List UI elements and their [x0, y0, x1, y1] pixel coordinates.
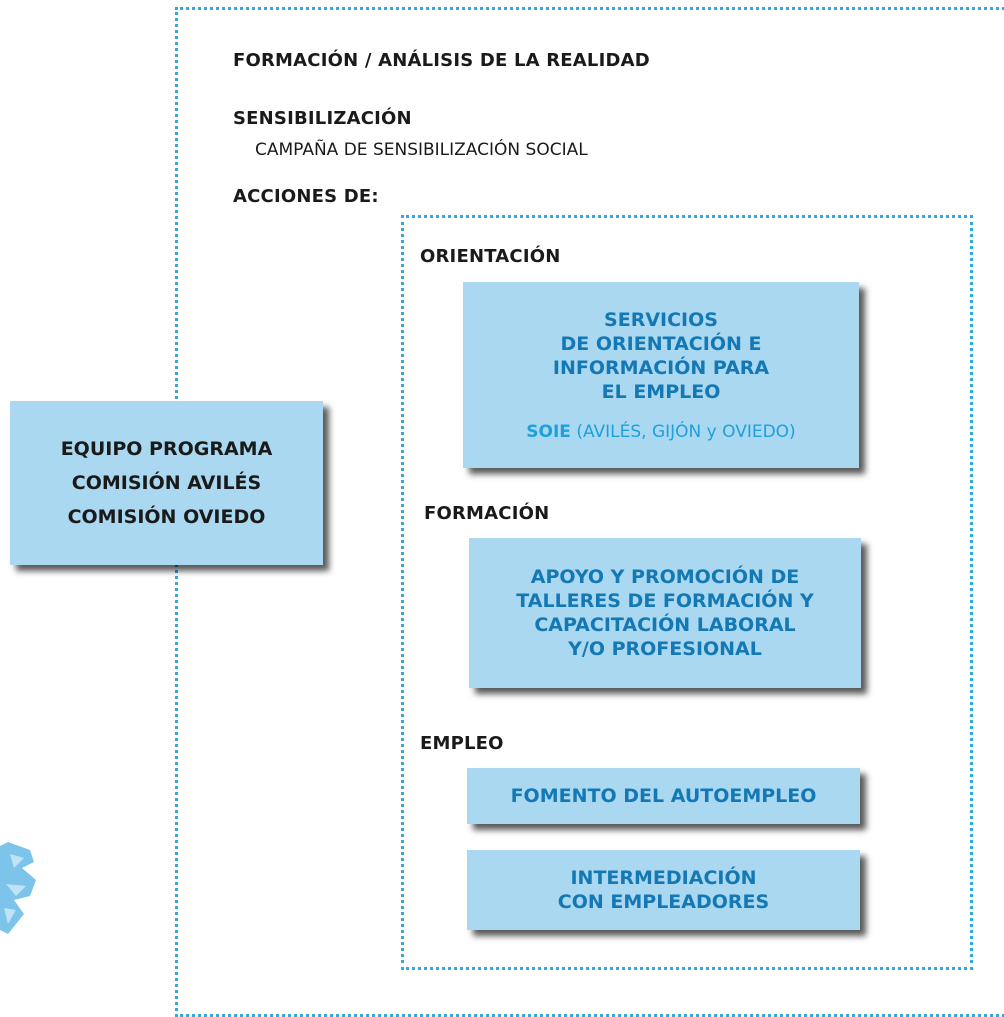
soie-box: SERVICIOS DE ORIENTACIÓN E INFORMACIÓN P…: [463, 282, 859, 468]
decorative-figure-icon: [0, 842, 36, 934]
soie-line: SOIE (AVILÉS, GIJÓN y OVIEDO): [526, 422, 795, 442]
orientacion-heading: ORIENTACIÓN: [420, 246, 561, 267]
campana-text: CAMPAÑA DE SENSIBILIZACIÓN SOCIAL: [255, 140, 588, 160]
autoempleo-box-title: FOMENTO DEL AUTOEMPLEO: [510, 785, 817, 807]
soie-label: SOIE: [526, 422, 571, 442]
intermediacion-box: INTERMEDIACIÓN CON EMPLEADORES: [467, 850, 860, 930]
acciones-dotted-frame: [401, 215, 973, 970]
talleres-box: APOYO Y PROMOCIÓN DE TALLERES DE FORMACI…: [469, 538, 861, 688]
acciones-heading: ACCIONES DE:: [233, 186, 379, 207]
equipo-programa-box: EQUIPO PROGRAMA COMISIÓN AVILÉS COMISIÓN…: [10, 401, 323, 565]
empleo-heading: EMPLEO: [420, 733, 504, 754]
intermediacion-box-title: INTERMEDIACIÓN CON EMPLEADORES: [557, 867, 770, 913]
equipo-programa-text: EQUIPO PROGRAMA COMISIÓN AVILÉS COMISIÓN…: [60, 438, 273, 528]
sensibilizacion-heading: SENSIBILIZACIÓN: [233, 108, 412, 129]
autoempleo-box: FOMENTO DEL AUTOEMPLEO: [467, 768, 860, 824]
formacion-analisis-heading: FORMACIÓN / ANÁLISIS DE LA REALIDAD: [233, 50, 650, 71]
soie-detail: (AVILÉS, GIJÓN y OVIEDO): [570, 422, 796, 442]
talleres-box-title: APOYO Y PROMOCIÓN DE TALLERES DE FORMACI…: [516, 566, 814, 660]
soie-box-title: SERVICIOS DE ORIENTACIÓN E INFORMACIÓN P…: [552, 309, 770, 403]
formacion-heading: FORMACIÓN: [424, 503, 550, 524]
